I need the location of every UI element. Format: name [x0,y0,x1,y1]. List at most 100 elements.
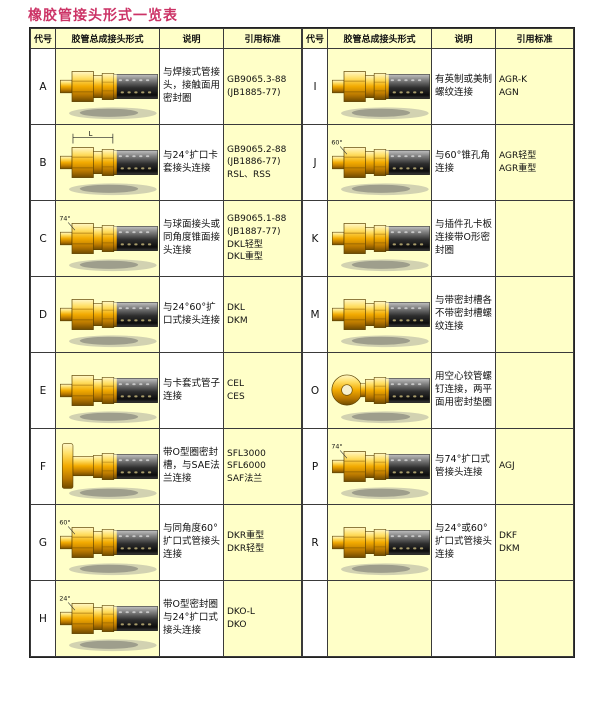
code-cell: K [302,200,328,277]
description-cell: 与焊接式管接头，接触面用密封圈 [159,48,224,125]
illustration-cell [327,504,432,581]
column-header: 胶管总成接头形式 [55,28,160,49]
column-header: 说明 [431,28,496,49]
standard-cell: AGR轻型 AGR重型 [495,124,574,201]
illustration-cell [327,276,432,353]
description-cell: 与同角度60°扩口式管接头连接 [159,504,224,581]
code-cell: B [30,124,56,201]
standard-cell: AGR-K AGN [495,48,574,125]
illustration-cell [327,48,432,125]
standard-cell: DKO-L DKO [223,580,302,657]
description-cell: 与插件孔卡板连接带O形密封圈 [431,200,496,277]
description-cell: 带O型圈密封槽，与SAE法兰连接 [159,428,224,505]
standard-cell: DKL DKM [223,276,302,353]
hose-fitting-illustration [59,70,158,119]
standard-cell: DKR重型 DKR轻型 [223,504,302,581]
illustration-cell [327,352,432,429]
description-cell: 与24°60°扩口式接头连接 [159,276,224,353]
illustration-cell: 24° [55,580,160,657]
hose-fitting-illustration: 60° [331,138,430,195]
description-cell: 带O型密封圈与24°扩口式接头连接 [159,580,224,657]
hose-fitting-illustration: L [59,129,158,195]
hose-fitting-illustration [331,222,430,271]
illustration-cell: L [55,124,160,201]
dimension-label: L [88,129,92,137]
illustration-cell [55,352,160,429]
description-cell: 有英制或美制螺纹连接 [431,48,496,125]
code-cell: G [30,504,56,581]
column-header: 代号 [302,28,328,49]
hose-fitting-illustration: 60° [59,518,158,575]
angle-annotation: 60° [59,518,70,526]
angle-annotation: 74° [59,214,70,222]
hose-fitting-illustration [330,374,430,423]
page-title: 橡胶管接头形式一览表 [28,8,178,24]
column-header: 引用标准 [495,28,574,49]
code-cell: C [30,200,56,277]
standard-cell [495,200,574,277]
hose-fitting-illustration [59,298,158,347]
hose-fitting-illustration [59,374,158,423]
column-header: 代号 [30,28,56,49]
column-header: 说明 [159,28,224,49]
hose-fitting-illustration [331,526,430,575]
illustration-cell [327,580,432,657]
description-cell: 与24°扩口卡套接头连接 [159,124,224,201]
standard-cell [495,276,574,353]
angle-annotation: 60° [331,138,342,146]
illustration-cell [55,428,160,505]
column-header: 胶管总成接头形式 [327,28,432,49]
code-cell: A [30,48,56,125]
table-row: M 与带密封槽各不带密封槽螺纹连接 [302,276,574,353]
standard-cell: SFL3000 SFL6000 SAF法兰 [223,428,302,505]
standard-cell: GB9065.1-88 (JB1887-77) DKL轻型 DKL重型 [223,200,302,277]
standard-cell: CEL CES [223,352,302,429]
code-cell: E [30,352,56,429]
illustration-cell [55,48,160,125]
code-cell: D [30,276,56,353]
hose-fitting-illustration [61,442,158,499]
description-cell: 与带密封槽各不带密封槽螺纹连接 [431,276,496,353]
code-cell: J [302,124,328,201]
code-cell [302,580,328,657]
illustration-cell: 60° [55,504,160,581]
standard-cell [495,352,574,429]
description-cell: 与卡套式管子连接 [159,352,224,429]
code-cell: I [302,48,328,125]
illustration-cell [327,200,432,277]
hose-fitting-illustration: 74° [59,214,158,271]
standard-cell: AGJ [495,428,574,505]
description-cell [431,580,496,657]
table-row [302,580,574,657]
description-cell: 与24°或60°扩口式管接头连接 [431,504,496,581]
standard-cell: DKF DKM [495,504,574,581]
illustration-cell: 60° [327,124,432,201]
code-cell: O [302,352,328,429]
code-cell: M [302,276,328,353]
standard-cell: GB9065.3-88 (JB1885-77) [223,48,302,125]
hose-fitting-illustration: 24° [59,594,158,651]
description-cell: 与74°扩口式管接头连接 [431,428,496,505]
angle-annotation: 24° [59,594,70,602]
standard-cell [495,580,574,657]
illustration-cell: 74° [55,200,160,277]
hose-fitting-illustration [331,298,430,347]
table-row: K 与插件孔卡板连接带O形密封圈 [302,200,574,277]
standard-cell: GB9065.2-88 (JB1886-77) RSL、RSS [223,124,302,201]
illustration-cell [55,276,160,353]
header-row: 代号胶管总成接头形式说明引用标准 [302,28,574,49]
